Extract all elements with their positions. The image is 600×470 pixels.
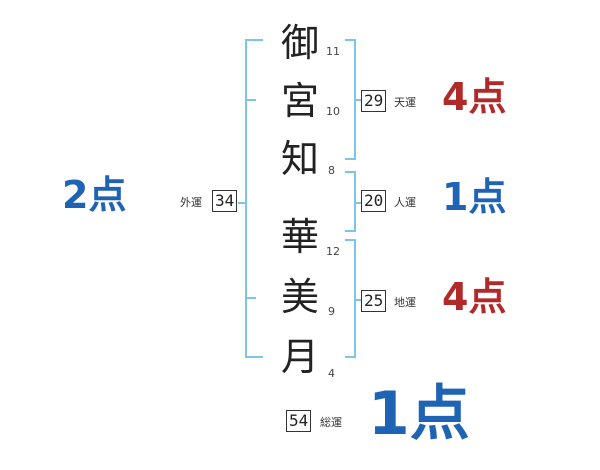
stroke-count-6: 4 bbox=[328, 367, 335, 380]
chiun-bracket bbox=[345, 239, 356, 358]
soun-value-box: 54 bbox=[286, 410, 312, 432]
jinun-score: 1点 bbox=[442, 175, 507, 219]
name-char-2: 宮 bbox=[280, 79, 319, 123]
tenun-score: 4点 bbox=[442, 75, 507, 119]
tenun-label: 天運 bbox=[394, 96, 416, 109]
stroke-count-5: 9 bbox=[328, 305, 335, 318]
stroke-count-4: 12 bbox=[326, 245, 340, 258]
tenun-value-box: 29 bbox=[361, 90, 387, 112]
name-char-6: 月 bbox=[280, 335, 319, 379]
name-char-1: 御 bbox=[280, 21, 319, 65]
gaiun-label: 外運 bbox=[180, 196, 202, 209]
name-char-3: 知 bbox=[280, 137, 319, 181]
outer-bracket bbox=[245, 39, 263, 358]
chiun-score: 4点 bbox=[442, 275, 507, 319]
chiun-value-box: 25 bbox=[361, 290, 387, 312]
stroke-count-2: 10 bbox=[326, 105, 340, 118]
jinun-bracket bbox=[345, 171, 356, 232]
gaiun-score: 2点 bbox=[62, 173, 127, 217]
soun-label: 総運 bbox=[320, 416, 342, 429]
gaiun-value-box: 34 bbox=[212, 190, 238, 212]
stroke-count-3: 8 bbox=[328, 164, 335, 177]
name-char-5: 美 bbox=[280, 275, 319, 319]
soun-score: 1点 bbox=[368, 379, 470, 449]
stroke-count-1: 11 bbox=[326, 45, 340, 58]
jinun-value-box: 20 bbox=[361, 190, 387, 212]
chiun-label: 地運 bbox=[394, 296, 416, 309]
tenun-bracket bbox=[345, 39, 356, 160]
name-char-4: 華 bbox=[280, 215, 319, 259]
jinun-label: 人運 bbox=[394, 196, 416, 209]
